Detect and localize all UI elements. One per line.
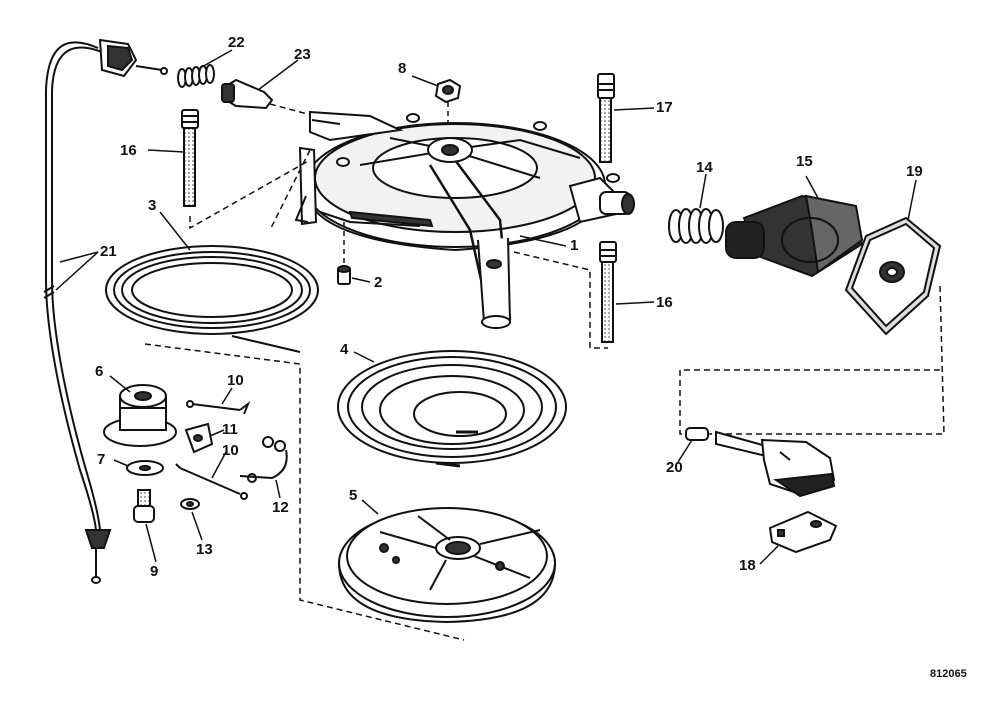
part-17-screw (597, 73, 615, 163)
part-14-spring (668, 208, 724, 244)
label-part-19: 19 (906, 163, 923, 180)
drawing-number: 812065 (930, 668, 967, 680)
part-23-plunger (221, 78, 274, 110)
part-16-screw-left (181, 109, 199, 207)
label-part-3: 3 (148, 197, 157, 214)
part-16-screw-right (599, 241, 617, 343)
part-20-pin (685, 427, 709, 441)
label-part-5: 5 (349, 487, 358, 504)
part-9-screw (133, 489, 155, 523)
part-10-spring-upper (186, 400, 251, 415)
label-part-10-lower: 10 (222, 442, 239, 459)
label-part-15: 15 (796, 153, 813, 170)
part-4-spring (337, 350, 567, 468)
label-part-2: 2 (374, 274, 383, 291)
part-19-plate (844, 216, 942, 336)
label-part-23: 23 (294, 46, 311, 63)
label-part-9: 9 (150, 563, 159, 580)
label-part-16-right: 16 (656, 294, 673, 311)
label-part-21: 21 (100, 243, 117, 260)
label-part-10-upper: 10 (227, 372, 244, 389)
part-15-handle (725, 194, 864, 278)
label-part-16-left: 16 (120, 142, 137, 159)
label-part-20: 20 (666, 459, 683, 476)
part-18-retainer (768, 510, 838, 554)
part-21-fitting (98, 38, 168, 78)
part-10-spring-lower (175, 463, 248, 500)
label-part-6: 6 (95, 363, 104, 380)
label-part-22: 22 (228, 34, 245, 51)
label-part-17: 17 (656, 99, 673, 116)
label-part-12: 12 (272, 499, 289, 516)
label-part-7: 7 (97, 451, 106, 468)
part-7-washer (126, 460, 164, 476)
label-part-1: 1 (570, 237, 579, 254)
label-part-14: 14 (696, 159, 713, 176)
part-8-nut (434, 78, 462, 104)
part-22-spring (177, 64, 215, 88)
part-1-starter-housing (294, 110, 635, 329)
label-part-4: 4 (340, 341, 349, 358)
part-21-cable (43, 41, 112, 584)
part-12-clip (239, 436, 288, 483)
part-3-rope (105, 245, 319, 353)
part-5-pulley (338, 507, 556, 624)
part-13-lockwasher (180, 498, 200, 510)
leader-lines (55, 49, 917, 565)
part-11-pawl (184, 422, 214, 454)
label-part-11: 11 (222, 421, 238, 438)
label-part-18: 18 (739, 557, 756, 574)
part-2-screw (337, 265, 351, 285)
part-6-cam (103, 384, 177, 447)
label-part-8: 8 (398, 60, 407, 77)
label-part-13: 13 (196, 541, 213, 558)
starter-handle (715, 430, 836, 498)
